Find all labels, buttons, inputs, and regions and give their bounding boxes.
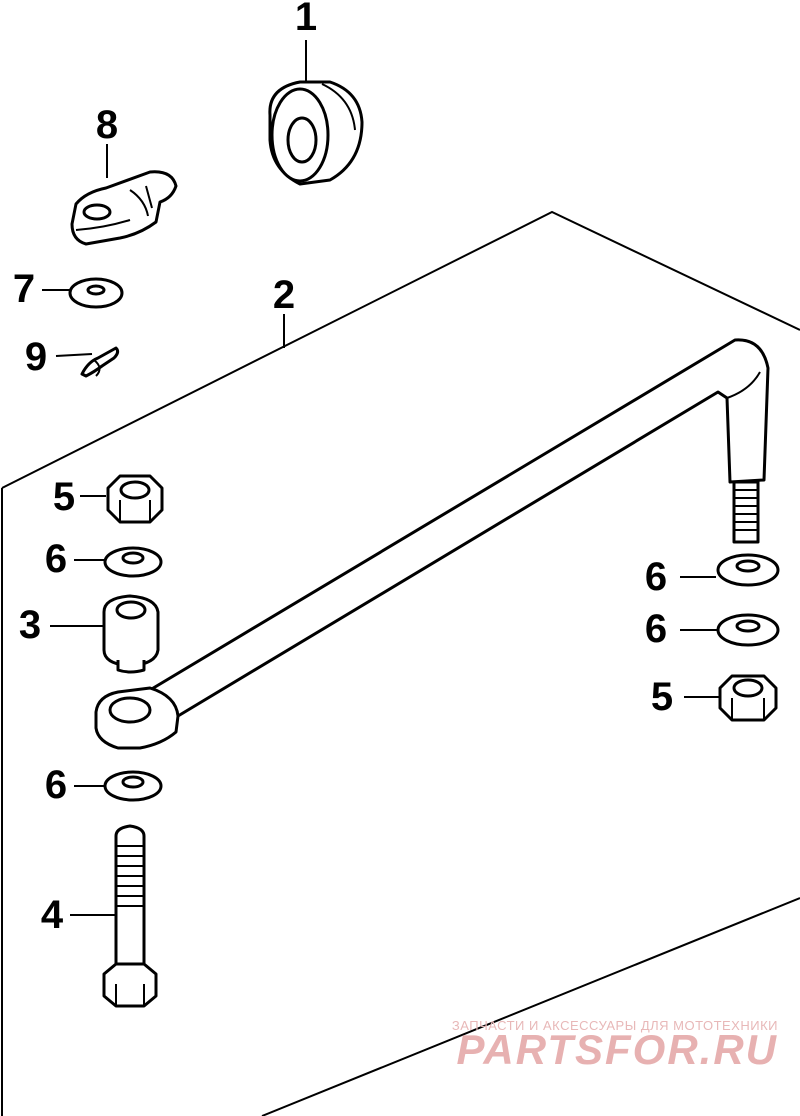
callout-labels: 1 8 2 7 9 5 6 3 6 4 6 6 5 <box>13 0 673 937</box>
rod-threads <box>734 489 758 531</box>
part-5-nut-right <box>718 674 778 722</box>
callout-6-right-upper: 6 <box>645 555 667 599</box>
callout-6-left-upper: 6 <box>45 537 67 581</box>
part-3-collar <box>102 594 160 674</box>
kit-outline-box <box>1 210 800 1116</box>
part-4-bolt <box>102 824 158 1008</box>
callout-6-left-lower: 6 <box>45 763 67 807</box>
part-6-washer-left-upper <box>103 546 163 578</box>
part-6-washer-left-lower <box>103 770 163 802</box>
leader-lines <box>42 40 720 916</box>
callout-8: 8 <box>96 103 118 147</box>
callout-4: 4 <box>41 893 64 937</box>
part-6-washer-right-upper <box>716 553 780 587</box>
part-9-cotter-pin <box>80 346 120 378</box>
watermark-logo: PARTSFOR.RU <box>457 1026 778 1073</box>
bolt-threads <box>116 845 144 907</box>
callout-5-left: 5 <box>53 475 75 519</box>
callout-2: 2 <box>273 273 295 317</box>
callout-5-right: 5 <box>651 675 673 719</box>
part-8-link-joint <box>70 170 178 246</box>
callout-1: 1 <box>295 0 317 39</box>
part-7-washer <box>68 277 124 309</box>
part-2-steering-rod <box>94 338 770 750</box>
part-6-washer-right-lower <box>716 613 780 647</box>
callout-9: 9 <box>25 335 47 379</box>
callout-7: 7 <box>13 267 35 311</box>
watermark: ЗАПЧАСТИ И АКСЕССУАРЫ ДЛЯ МОТОТЕХНИКИ PA… <box>452 1018 778 1073</box>
part-1-bushing <box>268 80 364 186</box>
callout-6-right-lower: 6 <box>645 607 667 651</box>
watermark-tagline: ЗАПЧАСТИ И АКСЕССУАРЫ ДЛЯ МОТОТЕХНИКИ <box>452 1018 778 1033</box>
callout-3: 3 <box>19 603 41 647</box>
part-5-nut-left <box>106 474 164 524</box>
